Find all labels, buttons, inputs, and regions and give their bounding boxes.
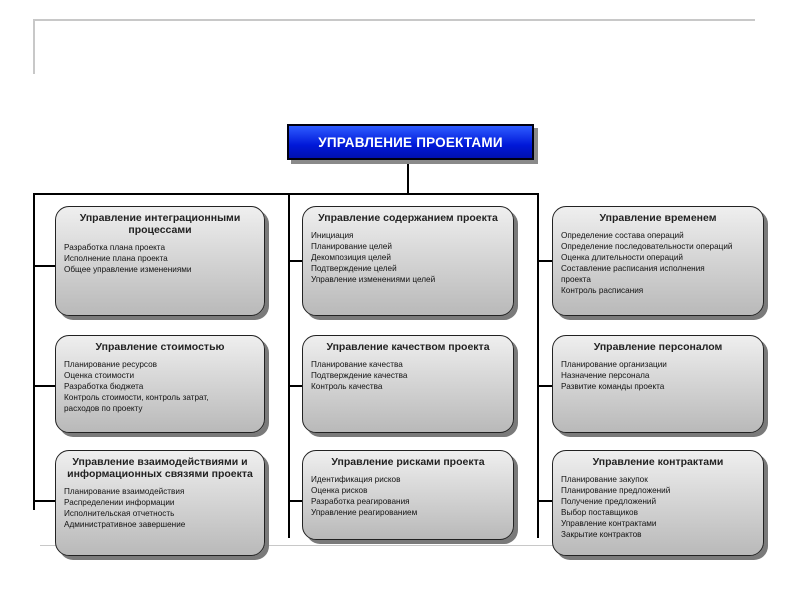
box-title: Управление рисками проекта bbox=[331, 456, 485, 468]
list-item: Развитие команды проекта bbox=[561, 382, 665, 391]
connector-stub-quality bbox=[288, 385, 302, 387]
list-item: Идентификация рисков bbox=[311, 475, 401, 484]
list-item: Исполнительская отчетность bbox=[64, 509, 175, 518]
list-item: Разработка плана проекта bbox=[64, 243, 166, 252]
list-item: Исполнение плана проекта bbox=[64, 254, 168, 263]
list-item: Общее управление изменениями bbox=[64, 265, 192, 274]
box-title: Управление качеством проекта bbox=[326, 341, 490, 353]
list-item: Получение предложений bbox=[561, 497, 657, 506]
list-item: Управление реагированием bbox=[311, 508, 418, 517]
list-item: Выбор поставщиков bbox=[561, 508, 638, 517]
list-item: Контроль стоимости, контроль затрат, bbox=[64, 393, 209, 402]
list-item: Административное завершение bbox=[64, 520, 186, 529]
list-item: Планирование качества bbox=[311, 360, 403, 369]
box-title: Управление взаимодействиями и информацио… bbox=[67, 456, 253, 480]
connector-horizontal bbox=[33, 193, 539, 195]
list-item: Закрытие контрактов bbox=[561, 530, 642, 539]
list-item: Определение состава операций bbox=[561, 231, 684, 240]
box-procurement: Управление контрактами Планирование заку… bbox=[552, 450, 764, 556]
connector-stub-procurement bbox=[537, 500, 552, 502]
list-item: Управление изменениями целей bbox=[311, 275, 436, 284]
list-item: расходов по проекту bbox=[64, 404, 143, 413]
box-hr: Управление персоналом Планирование орган… bbox=[552, 335, 764, 433]
list-item: проекта bbox=[561, 275, 591, 284]
connector-left-vertical bbox=[33, 193, 35, 510]
box-integration: Управление интеграционными процессами Ра… bbox=[55, 206, 265, 316]
list-item: Планирование организации bbox=[561, 360, 667, 369]
list-item: Планирование взаимодействия bbox=[64, 487, 185, 496]
connector-root-down bbox=[407, 162, 409, 194]
list-item: Определение последовательности операций bbox=[561, 242, 733, 251]
list-item: Управление контрактами bbox=[561, 519, 657, 528]
box-title: Управление интеграционными процессами bbox=[79, 212, 241, 236]
box-title: Управление стоимостью bbox=[95, 341, 225, 353]
connector-stub-cost bbox=[33, 385, 55, 387]
list-item: Оценка рисков bbox=[311, 486, 368, 495]
list-item: Декомпозиция целей bbox=[311, 253, 391, 262]
list-item: Контроль качества bbox=[311, 382, 383, 391]
list-item: Назначение персонала bbox=[561, 371, 650, 380]
box-risk: Управление рисками проекта Идентификация… bbox=[302, 450, 514, 540]
list-item: Планирование закупок bbox=[561, 475, 648, 484]
box-communications: Управление взаимодействиями и информацио… bbox=[55, 450, 265, 556]
frame-left-line bbox=[33, 19, 35, 74]
connector-stub-communications bbox=[33, 500, 55, 502]
list-item: Оценка длительности операций bbox=[561, 253, 683, 262]
connector-middle-vertical bbox=[288, 193, 290, 538]
list-item: Планирование предложений bbox=[561, 486, 671, 495]
list-item: Планирование целей bbox=[311, 242, 392, 251]
list-item: Разработка реагирования bbox=[311, 497, 410, 506]
box-quality: Управление качеством проекта Планировани… bbox=[302, 335, 514, 433]
box-title: Управление персоналом bbox=[593, 341, 723, 353]
connector-right-vertical bbox=[537, 193, 539, 538]
root-title: УПРАВЛЕНИЕ ПРОЕКТАМИ bbox=[318, 134, 503, 150]
list-item: Оценка стоимости bbox=[64, 371, 135, 380]
box-title: Управление контрактами bbox=[592, 456, 724, 468]
list-item: Составление расписания исполнения bbox=[561, 264, 705, 273]
list-item: Подтверждение качества bbox=[311, 371, 408, 380]
box-scope: Управление содержанием проекта Инициация… bbox=[302, 206, 514, 316]
connector-stub-hr bbox=[537, 385, 552, 387]
connector-stub-time bbox=[537, 260, 552, 262]
connector-stub-scope bbox=[288, 260, 302, 262]
footer-rule bbox=[40, 545, 755, 546]
list-item: Распределении информации bbox=[64, 498, 175, 507]
list-item: Контроль расписания bbox=[561, 286, 644, 295]
box-time: Управление временем Определение состава … bbox=[552, 206, 764, 316]
box-title: Управление временем bbox=[599, 212, 717, 224]
root-node: УПРАВЛЕНИЕ ПРОЕКТАМИ bbox=[287, 124, 534, 160]
box-cost: Управление стоимостью Планирование ресур… bbox=[55, 335, 265, 433]
connector-stub-integration bbox=[33, 265, 55, 267]
connector-stub-risk bbox=[288, 500, 302, 502]
box-title: Управление содержанием проекта bbox=[318, 212, 498, 224]
list-item: Разработка бюджета bbox=[64, 382, 144, 391]
list-item: Планирование ресурсов bbox=[64, 360, 157, 369]
list-item: Инициация bbox=[311, 231, 354, 240]
list-item: Подтверждение целей bbox=[311, 264, 397, 273]
frame-top-line bbox=[33, 19, 755, 21]
